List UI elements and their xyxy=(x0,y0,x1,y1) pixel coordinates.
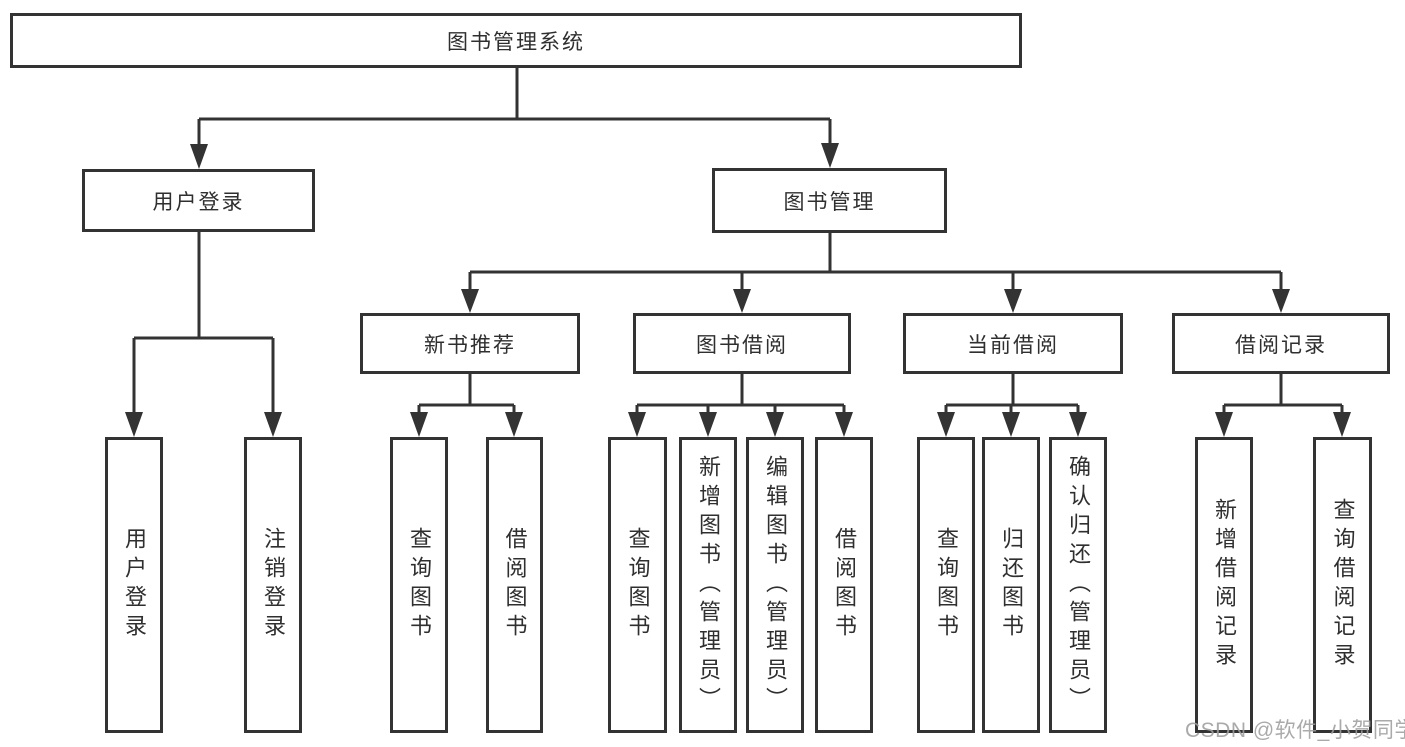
leaf-return-books: 归还图书 xyxy=(982,437,1040,733)
leaf-user-login: 用户登录 xyxy=(105,437,163,733)
leaf-query-books-recommend: 查询图书 xyxy=(390,437,448,733)
leaf-confirm-return-admin: 确认归还（管理员） xyxy=(1049,437,1107,733)
leaf-query-books-borrow: 查询图书 xyxy=(608,437,667,733)
csdn-watermark: CSDN @软件_小贺同学 xyxy=(1185,719,1405,742)
arrowheads xyxy=(125,143,1351,437)
leaf-query-borrow-record: 查询借阅记录 xyxy=(1313,437,1372,733)
leaf-logout: 注销登录 xyxy=(244,437,302,733)
node-user-login: 用户登录 xyxy=(82,169,315,232)
node-root: 图书管理系统 xyxy=(10,13,1022,68)
leaf-add-books-admin: 新增图书（管理员） xyxy=(679,437,737,733)
node-new-book-recommend: 新书推荐 xyxy=(360,313,580,374)
node-book-borrow: 图书借阅 xyxy=(633,313,851,374)
leaf-borrow-books-recommend: 借阅图书 xyxy=(486,437,543,733)
node-book-management: 图书管理 xyxy=(712,168,947,233)
leaf-borrow-books: 借阅图书 xyxy=(815,437,873,733)
leaf-query-books-current: 查询图书 xyxy=(917,437,975,733)
node-current-borrow: 当前借阅 xyxy=(903,313,1123,374)
leaf-edit-books-admin: 编辑图书（管理员） xyxy=(746,437,804,733)
leaf-add-borrow-record: 新增借阅记录 xyxy=(1195,437,1253,733)
node-borrow-records: 借阅记录 xyxy=(1172,313,1390,374)
